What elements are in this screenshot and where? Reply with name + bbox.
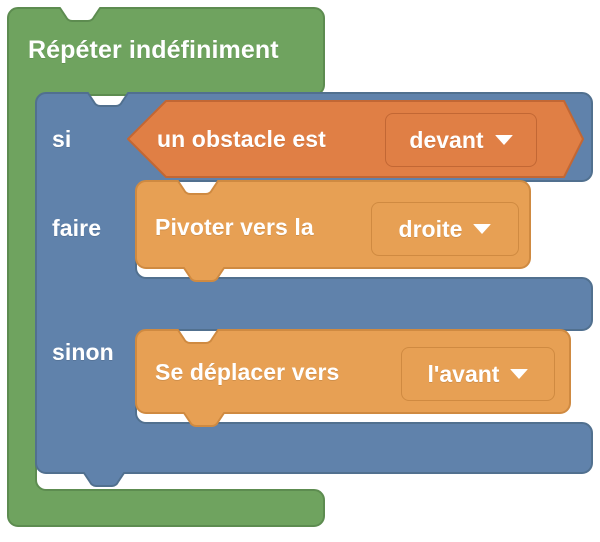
move-direction-dropdown[interactable]: l'avant	[401, 347, 555, 401]
move-direction-value: l'avant	[427, 360, 500, 387]
if-else-shape[interactable]	[35, 92, 593, 487]
turn-direction-value: droite	[398, 215, 463, 242]
chevron-down-icon	[510, 369, 529, 379]
obstacle-direction-dropdown[interactable]: devant	[385, 113, 537, 167]
turn-direction-dropdown[interactable]: droite	[371, 202, 519, 256]
chevron-down-icon	[494, 135, 513, 145]
obstacle-direction-value: devant	[409, 126, 484, 153]
chevron-down-icon	[473, 224, 492, 234]
